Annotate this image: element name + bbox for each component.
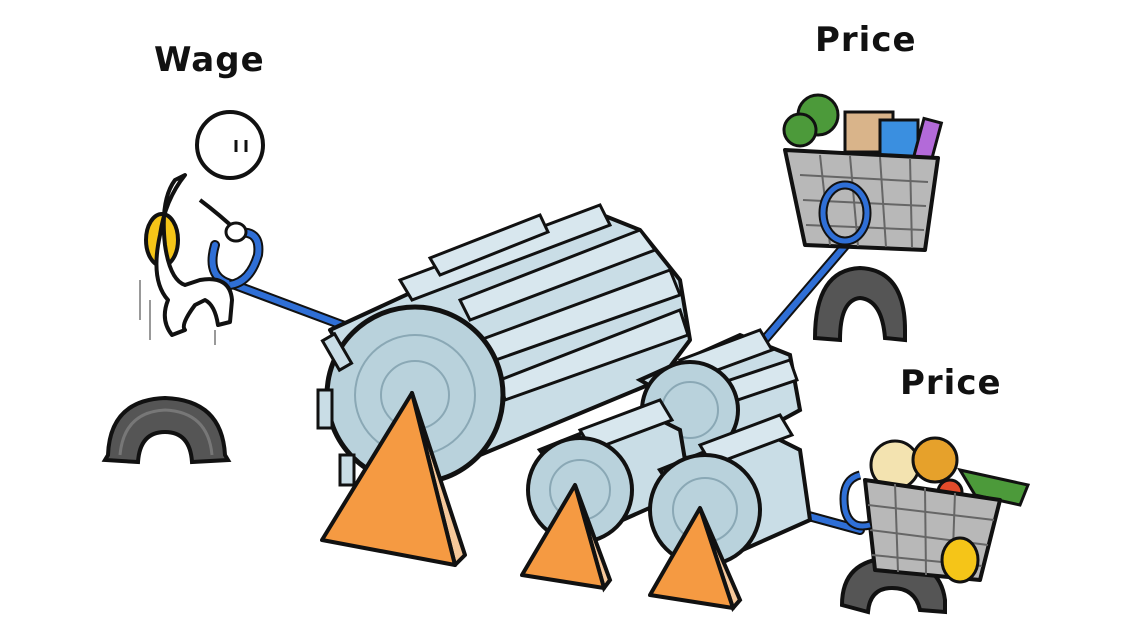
rope-top-right [755,235,855,350]
wedge-icon-large [320,391,467,567]
shopping-basket-icon-bottom [839,436,1031,584]
price-label-bottom: Price [900,363,1002,403]
wedge-icon-small-left [520,483,613,593]
wedge-icon-small-right [648,506,743,612]
gear-icon-small-right [648,413,813,567]
rope-left [207,227,355,333]
person-icon [139,110,265,345]
shopping-basket-icon-top [782,93,944,252]
price-label-top: Price [815,20,917,60]
tire-stand-icon-top-right [812,265,907,343]
rope-bottom-right [800,510,865,535]
tire-stand-icon-left [101,395,232,465]
wage-label: Wage [154,40,265,80]
